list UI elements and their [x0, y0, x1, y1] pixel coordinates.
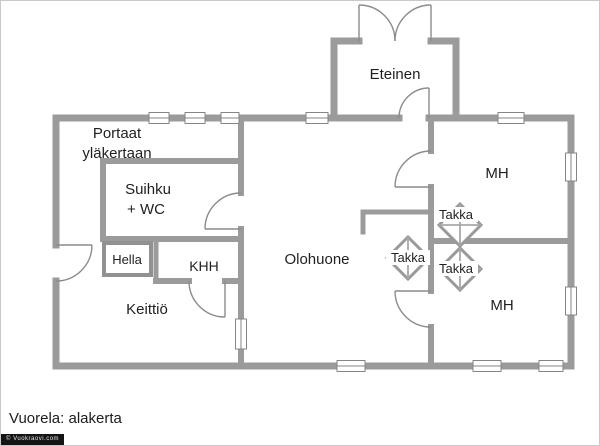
room-label-takka-bottom: Takka	[439, 261, 474, 276]
window-symbol	[336, 360, 366, 372]
room-label-takka-left: Takka	[391, 250, 426, 265]
room-label-mh-bottom: MH	[490, 297, 513, 314]
label-plate	[386, 250, 430, 265]
room-label-mh-top: MH	[485, 165, 508, 182]
watermark-badge: © Vuokraovi.com	[1, 434, 65, 445]
windows	[148, 112, 577, 372]
shower-door	[204, 192, 242, 230]
door-swing-arc	[394, 150, 432, 188]
window-symbol	[305, 112, 329, 124]
door-swing-arc	[55, 244, 93, 282]
label-plate	[434, 261, 478, 276]
room-label-suihku-line2: + WC	[127, 201, 165, 218]
doors	[55, 4, 432, 328]
room-label-portaat-line1: Portaat	[93, 125, 142, 142]
plan-caption: Vuorela: alakerta	[9, 410, 122, 427]
utility-door	[188, 280, 226, 318]
window-symbol	[235, 318, 247, 350]
label-plates	[386, 207, 478, 276]
door-swing-arc	[398, 87, 430, 119]
door-swing-arc	[394, 290, 432, 328]
room-label-khh: KHH	[189, 258, 219, 274]
window-symbol	[565, 152, 577, 182]
stove-box	[102, 241, 153, 277]
room-label-olohuone: Olohuone	[284, 251, 349, 268]
window-symbol	[472, 360, 502, 372]
door-swing-arc	[394, 4, 432, 42]
room-label-eteinen: Eteinen	[370, 66, 421, 83]
bedroom-top-door	[394, 150, 432, 188]
hall-interior-door	[398, 87, 430, 119]
label-plate	[434, 207, 478, 222]
room-label-hella: Hella	[112, 252, 142, 267]
room-label-suihku-line1: Suihku	[125, 181, 171, 198]
window-symbol	[565, 286, 577, 316]
vestibule-walls	[330, 37, 460, 122]
room-label-takka-top: Takka	[439, 207, 474, 222]
room-label-portaat-line2: yläkertaan	[82, 145, 151, 162]
room-label-keittio: Keittiö	[126, 301, 168, 318]
door-swing-arc	[188, 280, 226, 318]
window-symbol	[220, 112, 240, 124]
kitchen-exterior-door	[55, 244, 93, 282]
window-symbol	[538, 360, 564, 372]
window-symbol	[497, 112, 525, 124]
interior-walls	[100, 115, 574, 369]
bedroom-bottom-door	[394, 290, 432, 328]
door-swing-arc	[358, 4, 396, 42]
entry-double-door	[358, 4, 432, 42]
window-symbol	[184, 112, 206, 124]
door-swing-arc	[204, 192, 242, 230]
room-labels: Eteinen Portaat yläkertaan Suihku + WC H…	[82, 66, 513, 318]
window-symbol	[148, 112, 170, 124]
